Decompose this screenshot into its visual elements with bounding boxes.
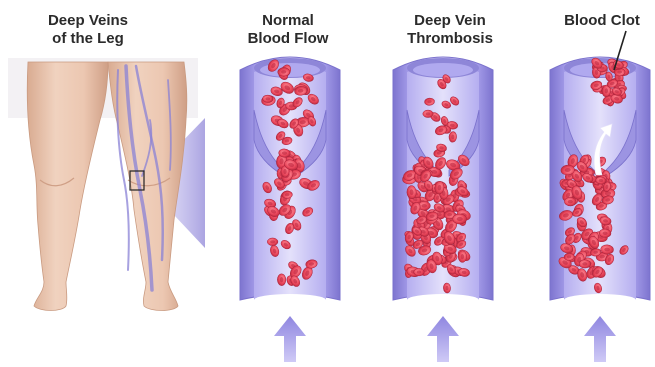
red-blood-cell	[458, 251, 466, 263]
red-blood-cell	[407, 186, 417, 199]
red-blood-cell	[453, 214, 467, 224]
flow-arrow-icon	[584, 316, 616, 362]
red-blood-cell	[277, 274, 286, 286]
red-blood-cell	[579, 260, 591, 269]
left-leg	[27, 62, 108, 311]
dvt-vein	[393, 57, 493, 362]
red-blood-cell	[423, 110, 433, 117]
flow-arrow-icon	[274, 316, 306, 362]
red-blood-cell	[267, 238, 278, 246]
red-blood-cell	[282, 191, 293, 199]
blood-clot-vein	[550, 56, 650, 362]
red-blood-cell	[564, 197, 576, 206]
red-blood-cell	[414, 268, 425, 276]
red-blood-cell	[278, 67, 290, 76]
vein-bottom	[564, 294, 636, 306]
vein-bottom	[254, 294, 326, 306]
vein-bottom	[407, 294, 479, 306]
normal-flow-vein	[240, 57, 340, 362]
legs-illustration	[8, 58, 205, 311]
flow-arrow-icon	[427, 316, 459, 362]
vein-opening-inner	[413, 63, 473, 77]
